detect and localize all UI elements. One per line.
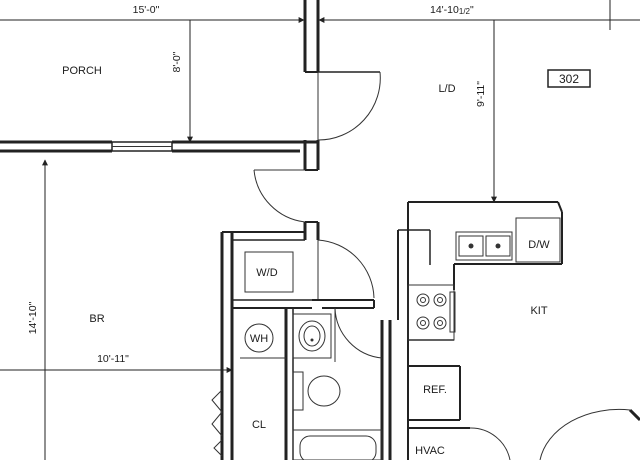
living-depth-dimension: 9'-11" (475, 81, 487, 107)
washer-dryer-box (244, 251, 294, 293)
washer-dryer-label: W/D (256, 267, 277, 279)
bedroom-door (253, 169, 320, 240)
porch-depth-dimension: 8'-0" (171, 51, 183, 72)
hvac-door-arc (469, 427, 511, 460)
hvac-label: HVAC (415, 445, 445, 457)
room-bedroom-label: BR (89, 313, 104, 325)
lavatory (292, 313, 332, 359)
living-width-main: 14'-10 (430, 4, 459, 16)
bedroom-depth-dimension: 14'-10" (27, 301, 39, 334)
bathtub (292, 429, 383, 460)
patio-door-leaf (628, 408, 640, 422)
porch-width-dimension: 15'-0" (133, 4, 160, 16)
unit-number-tag: 302 (547, 69, 591, 88)
range-stove (407, 284, 456, 341)
living-width-dimension: 14'-101/2" (430, 4, 474, 16)
room-closet-label: CL (252, 419, 266, 431)
living-width-fraction: 1/2 (459, 7, 471, 16)
toilet (292, 371, 341, 411)
bedroom-width-dimension: 10'-11" (97, 353, 129, 365)
refrigerator-label: REF. (423, 384, 447, 396)
dishwasher-label: D/W (528, 239, 550, 251)
room-living-dining-label: L/D (438, 83, 455, 95)
entry-door (317, 71, 381, 141)
water-heater-circle (244, 323, 274, 353)
porch-walls (0, 0, 380, 171)
room-kitchen-label: KIT (530, 305, 547, 317)
water-heater-label: WH (250, 333, 268, 345)
interior-walls (211, 231, 392, 460)
room-porch-label: PORCH (62, 65, 102, 77)
patio-door-arc (539, 408, 631, 460)
living-width-quote: " (470, 4, 474, 16)
kitchen-sink (455, 231, 513, 261)
unit-number: 302 (559, 72, 579, 86)
